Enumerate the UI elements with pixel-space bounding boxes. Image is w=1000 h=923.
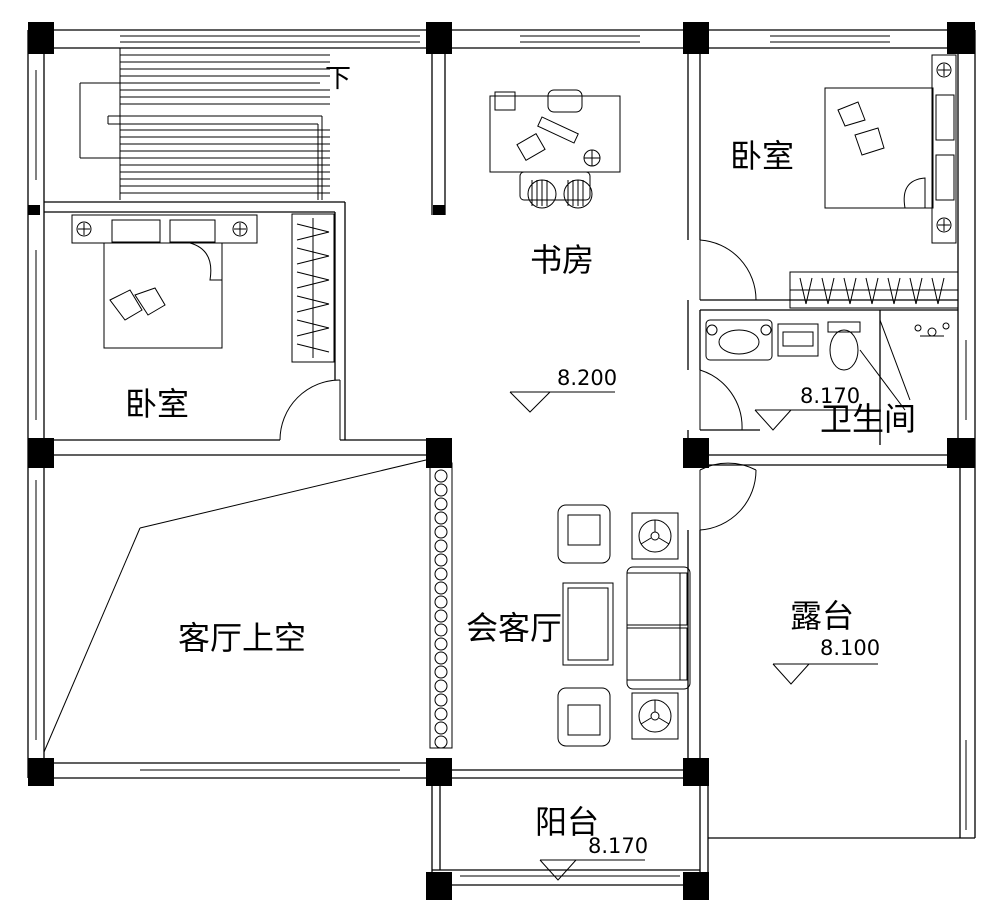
exterior-walls bbox=[27, 29, 976, 886]
living-void-outline bbox=[43, 459, 427, 753]
room-label-living-void: 客厅上空 bbox=[178, 619, 307, 657]
level-marker-bathroom bbox=[754, 409, 860, 431]
door-left-bedroom bbox=[279, 379, 341, 441]
bed-right bbox=[824, 54, 957, 244]
armchair-bottom bbox=[557, 687, 611, 747]
side-table-top bbox=[631, 512, 679, 560]
room-label-study: 书房 bbox=[530, 241, 595, 279]
door-terrace bbox=[699, 462, 757, 531]
door-right-bedroom bbox=[699, 239, 757, 301]
level-marker-hall bbox=[509, 391, 615, 413]
balustrade bbox=[429, 462, 453, 749]
staircase bbox=[79, 48, 330, 200]
room-label-bedroom-right: 卧室 bbox=[730, 137, 795, 175]
room-label-bedroom-left: 卧室 bbox=[125, 385, 190, 423]
level-value-bathroom: 8.170 bbox=[800, 384, 861, 408]
door-bathroom bbox=[699, 369, 743, 431]
sofa bbox=[626, 566, 691, 690]
study-desk bbox=[489, 89, 621, 209]
columns bbox=[28, 22, 975, 900]
armchair-top bbox=[557, 504, 611, 564]
level-value-terrace: 8.100 bbox=[820, 636, 881, 660]
wardrobe-left bbox=[291, 213, 335, 363]
room-label-balcony: 阳台 bbox=[535, 803, 600, 841]
level-marker-balcony bbox=[539, 859, 645, 881]
stair-down-label: 下 bbox=[325, 64, 352, 94]
windows bbox=[35, 35, 967, 877]
room-label-terrace: 露台 bbox=[790, 597, 855, 635]
room-label-reception-hall: 会客厅 bbox=[466, 609, 563, 647]
bed-left bbox=[71, 214, 258, 349]
room-label-bathroom: 卫生间 bbox=[820, 400, 917, 438]
side-table-bottom bbox=[631, 692, 679, 740]
level-value-hall: 8.200 bbox=[557, 366, 618, 390]
wardrobe-right bbox=[789, 271, 959, 309]
coffee-table bbox=[562, 582, 614, 666]
bathroom-fixtures bbox=[705, 319, 950, 411]
level-marker-terrace bbox=[772, 663, 878, 685]
level-value-balcony: 8.170 bbox=[588, 834, 649, 858]
